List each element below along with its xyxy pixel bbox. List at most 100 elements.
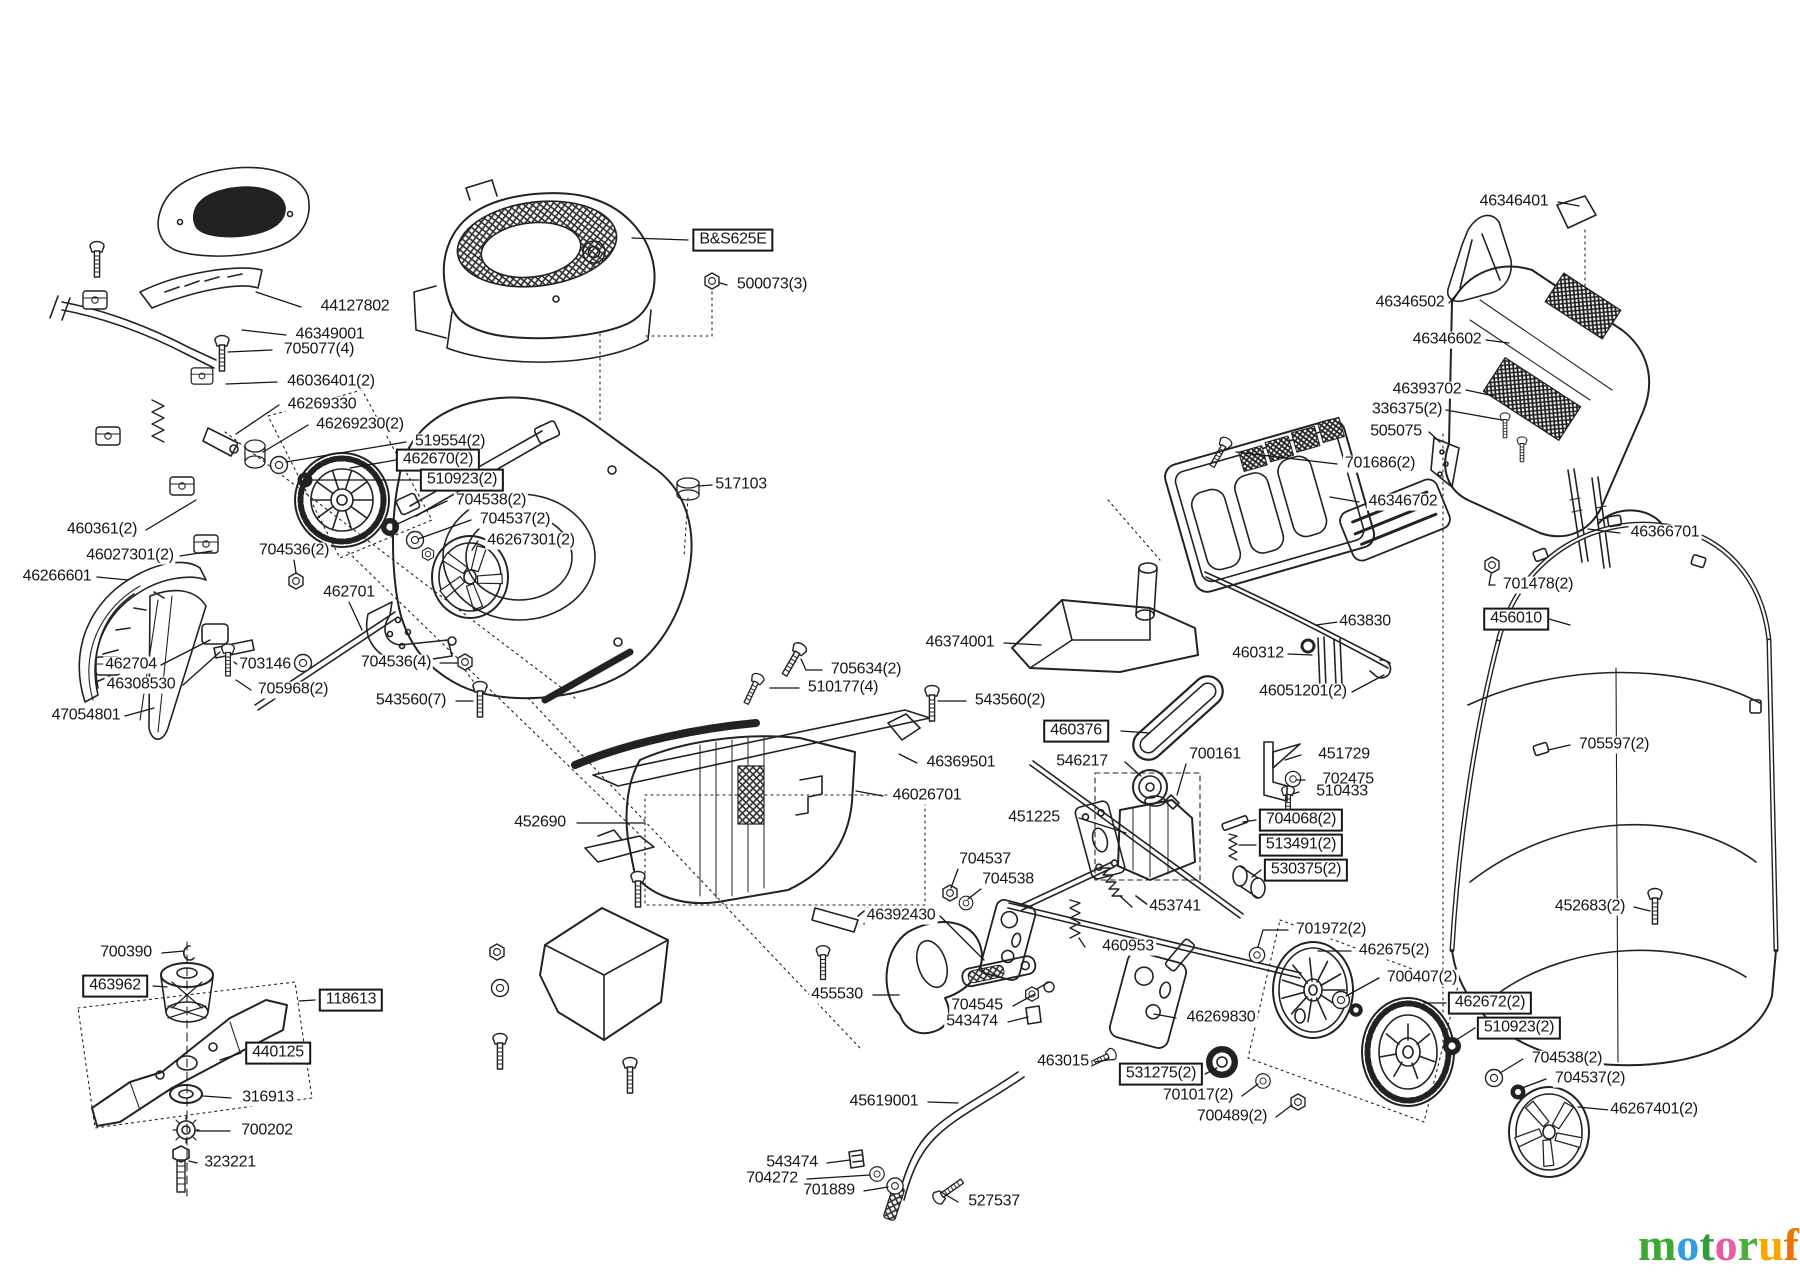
handle-cover-drawing xyxy=(139,166,310,309)
part-label-46346502: 46346502 xyxy=(1373,293,1447,312)
leader-line xyxy=(800,658,823,671)
part-label-5195542: 519554(2) xyxy=(412,432,488,451)
part-label-700161: 700161 xyxy=(1187,745,1243,764)
part-label-46269330: 46269330 xyxy=(285,395,359,414)
leader-line xyxy=(1251,869,1262,878)
part-label-46366701: 46366701 xyxy=(1628,523,1702,542)
leader-line xyxy=(698,484,713,487)
leader-line xyxy=(1452,1027,1476,1043)
leader-line xyxy=(255,291,302,308)
part-label-5101774: 510177(4) xyxy=(805,678,881,697)
leader-line xyxy=(235,404,280,435)
leader-line xyxy=(1577,1106,1610,1111)
part-label-44127802: 44127802 xyxy=(318,297,392,316)
leader-line xyxy=(1007,1016,1029,1023)
part-label-4626752: 462675(2) xyxy=(1356,941,1432,960)
leader-line xyxy=(1488,573,1496,586)
part-label-5109232: 510923(2) xyxy=(1476,1016,1562,1040)
leader-line xyxy=(1291,791,1300,795)
leader-line xyxy=(1119,895,1133,908)
part-label-5312752: 531275(2) xyxy=(1118,1062,1204,1086)
part-label-703146: 703146 xyxy=(237,655,293,674)
logo-letter: t xyxy=(1699,1219,1715,1270)
leader-line xyxy=(293,559,297,574)
front-left-wheel-drawing xyxy=(294,452,390,548)
part-label-323221: 323221 xyxy=(202,1153,258,1172)
leader-line xyxy=(898,753,918,764)
part-label-4603612: 460361(2) xyxy=(64,520,140,539)
rear-housing-drawing xyxy=(571,709,931,908)
part-label-316913: 316913 xyxy=(240,1088,296,1107)
leader-line xyxy=(1257,929,1289,948)
part-label-7045372: 704537(2) xyxy=(477,510,553,529)
leader-line xyxy=(1204,1067,1218,1075)
leader-line xyxy=(152,985,168,988)
part-label-543474: 543474 xyxy=(764,1153,820,1172)
part-label-460364012: 46036401(2) xyxy=(285,372,377,391)
leader-line xyxy=(348,601,363,631)
part-label-460312: 460312 xyxy=(1230,644,1286,663)
part-label-704538: 704538 xyxy=(980,870,1036,889)
part-label-463962: 463962 xyxy=(82,974,148,998)
bearing-plates-drawing xyxy=(979,899,1306,1111)
part-label-527537: 527537 xyxy=(966,1192,1022,1211)
part-label-5000733: 500073(3) xyxy=(734,275,810,294)
part-label-704545: 704545 xyxy=(949,996,1005,1015)
leader-line xyxy=(1284,754,1302,761)
leader-line xyxy=(298,999,316,1002)
leader-line xyxy=(950,868,959,889)
leader-line xyxy=(241,329,287,336)
leader-line xyxy=(1124,761,1142,777)
leader-line xyxy=(285,441,407,463)
axle-rods-drawing xyxy=(848,760,1302,1221)
leader-line xyxy=(161,950,185,954)
part-label-7014782: 701478(2) xyxy=(1500,575,1576,594)
leader-line xyxy=(826,1159,851,1164)
part-label-455530: 455530 xyxy=(809,985,865,1004)
leader-line xyxy=(1287,653,1313,656)
part-label-46346702: 46346702 xyxy=(1366,492,1440,511)
part-label-462701: 462701 xyxy=(321,583,377,602)
part-label-460953: 460953 xyxy=(1100,937,1156,956)
leader-line xyxy=(927,1101,959,1104)
part-label-7045382: 704538(2) xyxy=(1529,1049,1605,1068)
leader-line xyxy=(225,381,278,385)
part-label-7045362: 704536(2) xyxy=(256,541,332,560)
leader-line xyxy=(1547,744,1571,751)
part-label-5435602: 543560(2) xyxy=(972,691,1048,710)
leader-line xyxy=(719,282,728,286)
part-label-546217: 546217 xyxy=(1054,752,1110,771)
leader-line xyxy=(202,1095,232,1099)
leader-line xyxy=(806,1174,871,1180)
part-label-3363752: 336375(2) xyxy=(1369,400,1445,419)
part-label-7045372: 704537(2) xyxy=(1552,1069,1628,1088)
mulch-chute-drawing xyxy=(924,562,1199,722)
leader-line xyxy=(1329,496,1360,503)
leader-line xyxy=(1078,817,1127,834)
part-label-7010172: 701017(2) xyxy=(1160,1086,1236,1105)
part-label-510433: 510433 xyxy=(1314,782,1370,801)
leader-line xyxy=(182,651,221,686)
part-label-462704: 462704 xyxy=(103,655,159,674)
part-label-7059682: 705968(2) xyxy=(255,680,331,699)
leader-line xyxy=(1176,763,1187,796)
part-label-7004072: 700407(2) xyxy=(1384,968,1460,987)
part-label-5303752: 530375(2) xyxy=(1263,858,1349,882)
part-label-46369501: 46369501 xyxy=(924,753,998,772)
grass-basket-drawing xyxy=(1449,509,1779,1067)
part-label-4526832: 452683(2) xyxy=(1552,897,1628,916)
logo-letter: f xyxy=(1783,1219,1799,1270)
leader-line xyxy=(1548,618,1571,626)
leader-line xyxy=(1557,201,1580,207)
leader-line xyxy=(1445,409,1503,421)
front-left-hubcap-drawing xyxy=(431,535,509,619)
part-label-5109232: 510923(2) xyxy=(419,468,505,492)
leader-line xyxy=(262,424,309,453)
leader-line xyxy=(1485,339,1510,344)
front-bumper-drawing xyxy=(78,561,207,703)
rear-wheels-drawing xyxy=(1248,941,1590,1178)
part-label-505075: 505075 xyxy=(1368,422,1424,441)
gearbox-drawing xyxy=(1019,675,1302,911)
